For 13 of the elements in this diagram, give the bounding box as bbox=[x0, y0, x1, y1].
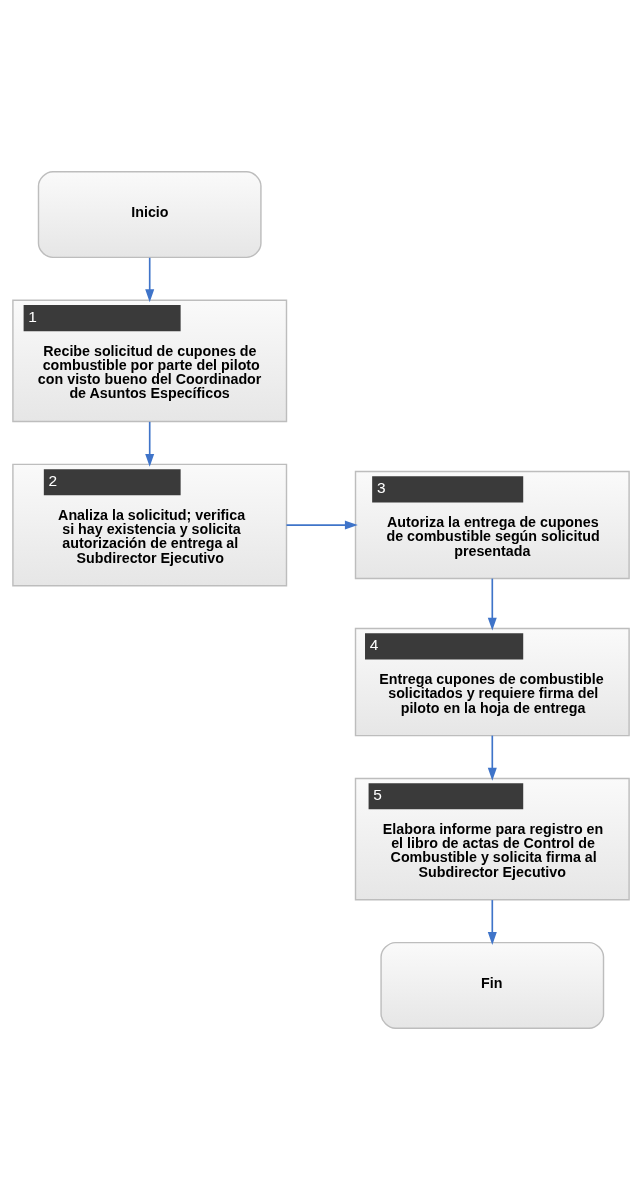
arrow bbox=[145, 256, 155, 302]
node-box: Fin bbox=[380, 941, 605, 1029]
arrow bbox=[487, 898, 497, 945]
node-box: 2 Analiza la solicitud; verifica si hay existencia y solicita autorización de entrega al Subdirector Ejecutivo bbox=[12, 463, 288, 586]
node-box: 5 Elabora informe para registro en el libro de actas de Control de Combustible y solicita firma al Subdirector Ejecutivo bbox=[354, 777, 630, 900]
node-box: Inicio bbox=[37, 170, 262, 258]
arrow bbox=[487, 577, 497, 631]
arrow bbox=[145, 420, 155, 467]
node-box: 1 Recibe solicitud de cupones de combustible por parte del piloto con visto bueno del Coordinador de Asuntos Específicos bbox=[12, 299, 288, 422]
node-box: 3 Autoriza la entrega de cupones de combustible según solicitud presentada bbox=[354, 470, 630, 579]
arrow bbox=[487, 734, 497, 781]
arrow bbox=[285, 520, 358, 530]
node-box: 4 Entrega cupones de combustible solicitados y requiere firma del piloto en la hoja de entrega bbox=[354, 627, 630, 736]
